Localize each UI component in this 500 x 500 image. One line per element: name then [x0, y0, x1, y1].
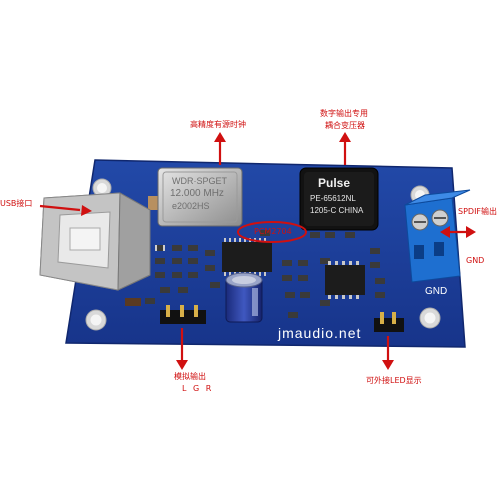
pulse-transformer	[299, 167, 379, 231]
pcm2704-label: PCM2704	[254, 227, 292, 236]
crystal-oscillator	[157, 167, 243, 227]
pcm2704-chip	[222, 238, 272, 276]
clock-label: 高精度有源时钟	[190, 120, 246, 129]
gnd-silkscreen: GND	[425, 286, 448, 297]
led-label: 可外接LED显示	[366, 376, 422, 385]
oscillator-marking-2: 12.000 MHz	[170, 188, 224, 199]
soic-chip	[325, 261, 365, 299]
oscillator-marking-3: e2002HS	[172, 201, 210, 211]
oscillator-marking-1: WDR·SPGET	[172, 176, 227, 186]
screw-terminal	[404, 189, 471, 283]
smd-components	[125, 196, 385, 318]
brand-silkscreen: jmaudio.net	[278, 325, 362, 341]
electrolytic-capacitor	[225, 272, 263, 323]
gnd-label: GND	[466, 256, 485, 265]
transformer-label-line1: 数字输出专用	[320, 109, 368, 118]
transformer-model: PE-65612NL	[310, 194, 356, 203]
spdif-output-label: SPDIF输出	[458, 207, 498, 216]
analog-output-label-line1: 模拟输出	[174, 372, 206, 381]
usb-b-connector	[39, 192, 151, 291]
lgr-pin-header	[160, 305, 206, 324]
annotation-arrows	[39, 132, 476, 370]
pcm2704-highlight-ellipse	[237, 221, 307, 243]
transformer-label-line2: 耦合变压器	[325, 121, 365, 130]
led-pin-header	[374, 312, 404, 332]
usb-port-label: USB接口	[0, 199, 33, 208]
analog-output-label-line2: L G R	[182, 384, 214, 393]
transformer-brand: Pulse	[318, 176, 351, 190]
mounting-holes	[85, 178, 441, 331]
transformer-origin: 1205-C CHINA	[310, 206, 364, 215]
